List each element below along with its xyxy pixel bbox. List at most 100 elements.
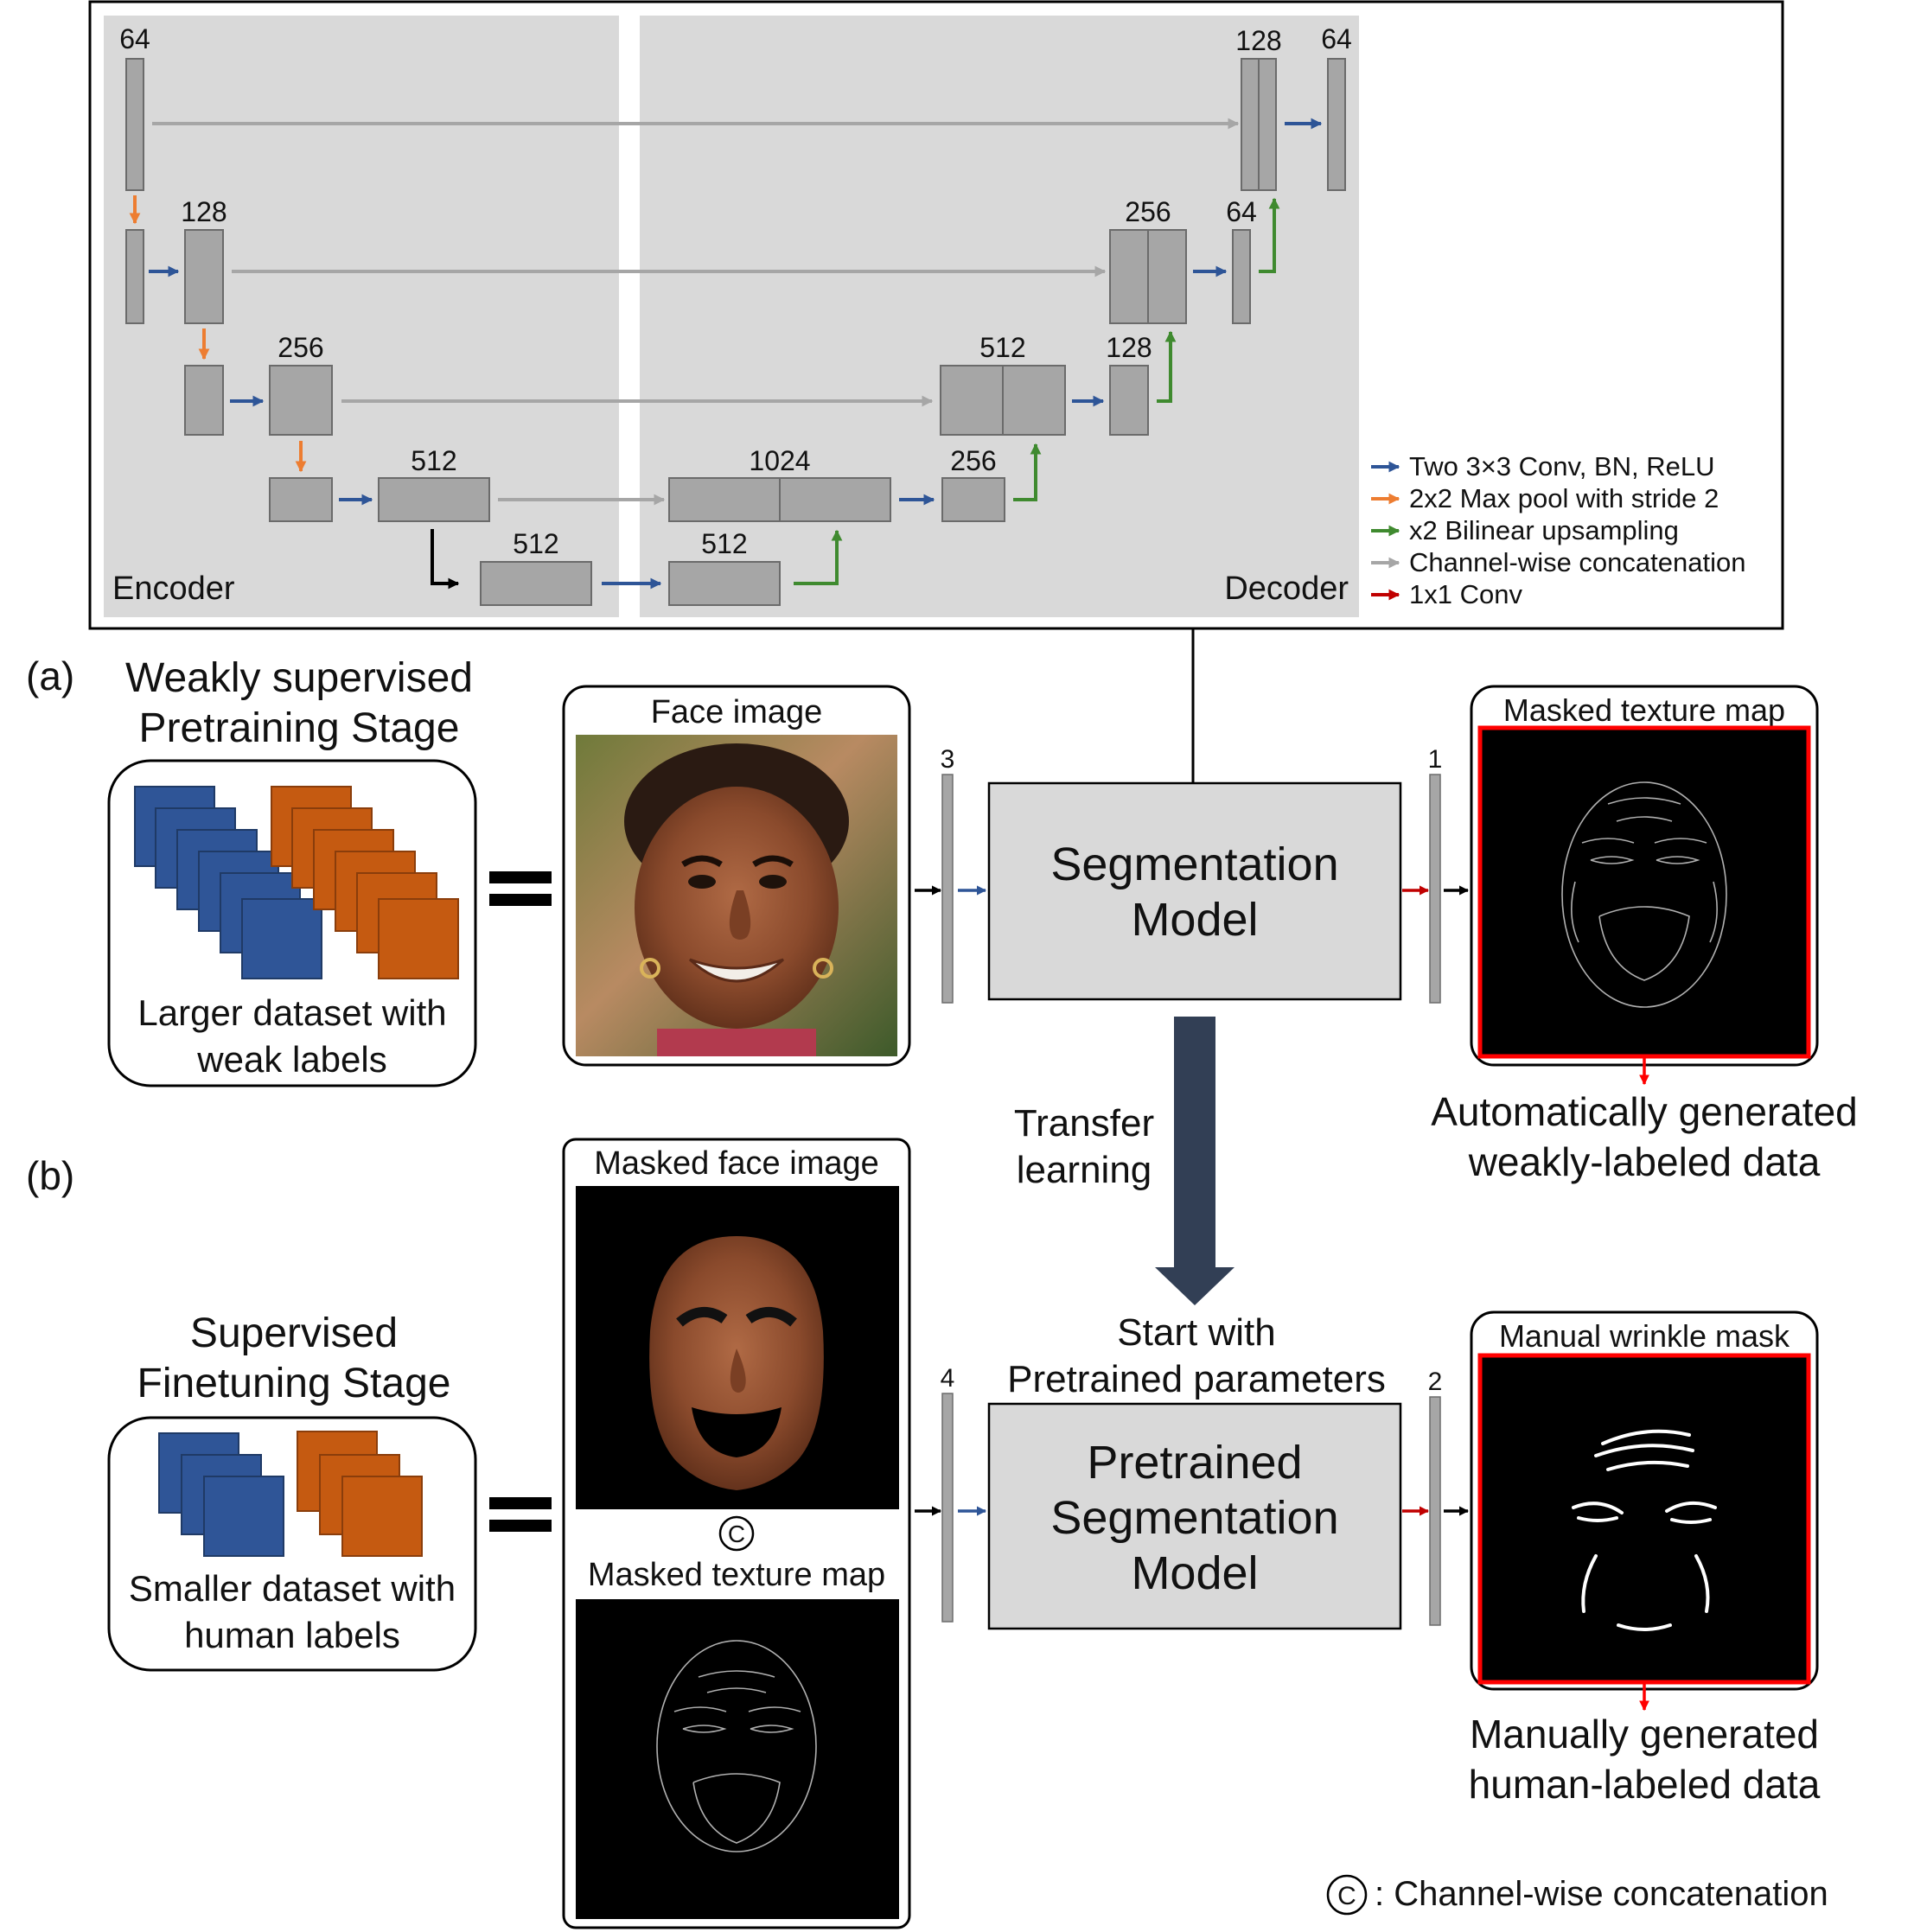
enc4-pool-block xyxy=(269,477,333,522)
stage-b-tag: (b) xyxy=(26,1153,74,1198)
stage-a-equals xyxy=(489,871,552,906)
dec3-channels: 128 xyxy=(1106,332,1152,363)
legend-item-concat: Channel-wise concatenation xyxy=(1371,547,1745,577)
stage-a-result-line1: Automatically generated xyxy=(1431,1089,1858,1134)
stage-b-dataset-line2: human labels xyxy=(184,1615,400,1655)
pretrained-model-line3: Model xyxy=(1131,1547,1258,1599)
encoder-panel xyxy=(104,16,619,617)
bottleneck-pool-channels: 512 xyxy=(513,528,558,559)
transfer-learning-line1: Transfer xyxy=(1014,1102,1154,1145)
enc2-channels: 128 xyxy=(181,196,226,227)
enc1-block xyxy=(125,58,144,191)
start-pretrained-line2: Pretrained parameters xyxy=(1007,1358,1386,1400)
stage-b-equals xyxy=(489,1497,552,1532)
maxpool-arrows xyxy=(129,195,307,473)
stage-a: (a) Weakly supervised Pretraining Stage … xyxy=(26,654,1858,1184)
transfer-learning-arrow xyxy=(1155,1017,1235,1305)
concat-symbol: C xyxy=(728,1521,745,1547)
enc1-channels: 64 xyxy=(119,23,150,54)
enc4-block xyxy=(378,477,490,522)
pretrained-model-box xyxy=(987,1402,1402,1630)
dec3-block xyxy=(1109,365,1149,436)
enc3-pool-block xyxy=(184,365,224,436)
pretrained-model-line1: Pretrained xyxy=(1087,1437,1302,1489)
dec4-channels: 256 xyxy=(950,445,996,476)
transfer-learning-line2: learning xyxy=(1017,1149,1152,1191)
legend-label-conv: Two 3×3 Conv, BN, ReLU xyxy=(1409,451,1715,481)
weak-label-stack-blue xyxy=(134,786,322,979)
footnote-symbol-circle xyxy=(1326,1874,1368,1916)
stage-a-title-line2: Pretraining Stage xyxy=(139,705,460,751)
stage-b-title-line2: Finetuning Stage xyxy=(137,1361,451,1406)
pretrained-model-line2: Segmentation xyxy=(1050,1492,1338,1544)
output-channels-b: 2 xyxy=(1428,1368,1443,1396)
masked-texture-map-title: Masked texture map xyxy=(1503,692,1785,728)
dec3-concat-channels: 512 xyxy=(979,332,1025,363)
bottleneck-pool-block xyxy=(480,561,592,606)
enc3-channels: 256 xyxy=(278,332,323,363)
bottleneck-channels: 512 xyxy=(701,528,747,559)
stage-a-title-line1: Weakly supervised xyxy=(125,655,473,701)
output-block xyxy=(1327,58,1346,191)
input-channels-a: 3 xyxy=(941,745,955,774)
face-image-title: Face image xyxy=(651,694,823,730)
segmentation-model-line2: Model xyxy=(1131,894,1258,946)
dec2-channels: 64 xyxy=(1226,196,1257,227)
legend-label-1x1conv: 1x1 Conv xyxy=(1409,579,1522,609)
decoder-label: Decoder xyxy=(1224,571,1349,607)
legend-item-upsample: x2 Bilinear upsampling xyxy=(1371,515,1679,545)
legend-item-1x1conv: 1x1 Conv xyxy=(1371,579,1522,609)
masked-texture-map-input-title: Masked texture map xyxy=(588,1557,885,1593)
footnote-symbol: C xyxy=(1337,1882,1356,1910)
masked-texture-map-image xyxy=(1477,725,1811,1059)
start-pretrained-line1: Start with xyxy=(1117,1311,1275,1354)
input-tensor-bar-b xyxy=(941,1393,954,1623)
stage-b-result-line1: Manually generated xyxy=(1470,1712,1819,1757)
stage-a-dataset-line2: weak labels xyxy=(196,1039,386,1080)
dec2-block xyxy=(1232,229,1251,324)
dec4-concat-channels: 1024 xyxy=(749,445,810,476)
dec2-concat-channels: 256 xyxy=(1125,196,1171,227)
manual-wrinkle-mask-image xyxy=(1477,1353,1811,1685)
human-label-stack-blue xyxy=(158,1432,284,1557)
upsample-arrow xyxy=(1259,197,1280,273)
human-label-stack-orange xyxy=(297,1431,423,1557)
stage-b-result-line2: human-labeled data xyxy=(1469,1762,1821,1807)
unet-architecture: Encoder Decoder xyxy=(88,0,1784,630)
upsample-arrow xyxy=(1013,443,1042,501)
output-channels: 64 xyxy=(1321,23,1352,54)
output-channels-a: 1 xyxy=(1428,745,1443,774)
stage-b-title-line1: Supervised xyxy=(190,1310,398,1356)
legend-item-conv: Two 3×3 Conv, BN, ReLU xyxy=(1371,451,1715,481)
bottleneck-bend-arrow xyxy=(431,529,460,590)
dec1-concat-channels: 128 xyxy=(1235,25,1281,56)
unet-block-labels: 64 128 256 512 512 512 1024 256 512 128 … xyxy=(119,23,1352,559)
segmentation-model-box xyxy=(987,781,1402,1001)
manual-wrinkle-mask-title: Manual wrinkle mask xyxy=(1499,1318,1790,1354)
output-tensor-bar-a xyxy=(1429,774,1441,1004)
weak-label-stack-orange xyxy=(271,786,459,979)
enc3-block xyxy=(269,365,333,436)
unet-legend: Two 3×3 Conv, BN, ReLU 2x2 Max pool with… xyxy=(1371,451,1745,609)
footnote: C : Channel-wise concatenation xyxy=(1326,1874,1828,1916)
conv-arrows xyxy=(149,118,1323,590)
skip-connections xyxy=(152,118,1240,506)
stage-a-tag: (a) xyxy=(26,654,74,698)
footnote-text: : Channel-wise concatenation xyxy=(1375,1875,1828,1913)
masked-texture-map-input-image xyxy=(576,1599,899,1919)
enc4-channels: 512 xyxy=(411,445,456,476)
masked-face-image xyxy=(576,1186,899,1509)
segmentation-model-line1: Segmentation xyxy=(1050,838,1338,890)
stage-b-dataset-line1: Smaller dataset with xyxy=(129,1568,456,1609)
upsample-arrows xyxy=(794,197,1280,585)
output-tensor-bar-b xyxy=(1429,1396,1441,1626)
bottleneck-block xyxy=(668,561,781,606)
legend-label-upsample: x2 Bilinear upsampling xyxy=(1409,515,1679,545)
encoder-label: Encoder xyxy=(112,571,235,607)
legend-label-concat: Channel-wise concatenation xyxy=(1409,547,1745,577)
legend-item-maxpool: 2x2 Max pool with stride 2 xyxy=(1371,483,1719,513)
enc2-pool-block xyxy=(125,229,144,324)
enc2-block xyxy=(184,229,224,324)
stage-a-result-line2: weakly-labeled data xyxy=(1468,1139,1821,1184)
